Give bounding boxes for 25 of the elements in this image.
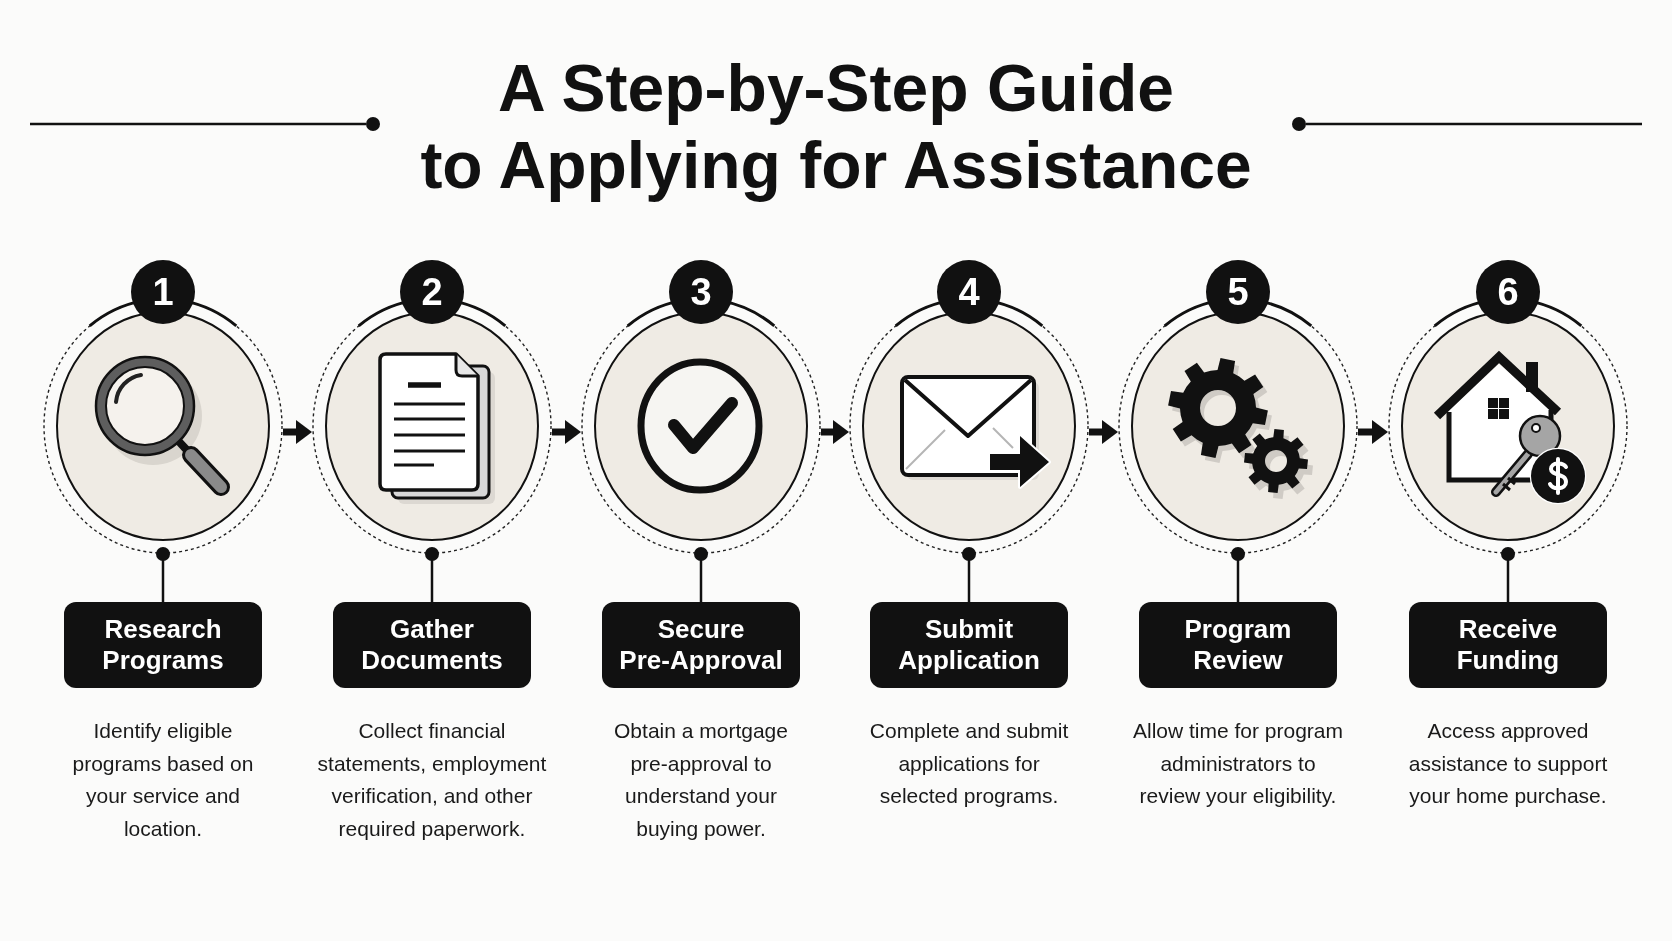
step-number-badge: 3	[669, 260, 733, 324]
connector-line	[1501, 547, 1515, 602]
step-description: Access approved assistance to support your home purchase.	[1407, 718, 1609, 809]
step-number-badge: 6	[1476, 260, 1540, 324]
step-number-badge: 1	[131, 260, 195, 324]
step-label: Research Programs	[64, 602, 262, 688]
step-label: Receive Funding	[1409, 602, 1607, 688]
step-description: Obtain a mortgage pre-approval to understand your buying power.	[613, 718, 789, 842]
step-label: Gather Documents	[333, 602, 531, 688]
step-number-badge: 5	[1206, 260, 1270, 324]
step-description: Collect financial statements, employment verification, and other required paperwork.	[316, 718, 548, 842]
step-description: Identify eligible programs based on your service and location.	[71, 718, 255, 842]
connector-line	[156, 547, 170, 602]
connector-line	[1231, 547, 1245, 602]
connector-line	[694, 547, 708, 602]
connector-line	[962, 547, 976, 602]
step-label: Program Review	[1139, 602, 1337, 688]
title: A Step-by-Step Guide to Applying for Assistance	[420, 50, 1252, 204]
step-label: Submit Application	[870, 602, 1068, 688]
step-number-badge: 2	[400, 260, 464, 324]
step-label: Secure Pre-Approval	[602, 602, 800, 688]
step-number-badge: 4	[937, 260, 1001, 324]
connector-line	[425, 547, 439, 602]
step-description: Complete and submit applications for selected programs.	[868, 718, 1070, 809]
step-description: Allow time for program administrators to review your eligibility.	[1131, 718, 1345, 809]
